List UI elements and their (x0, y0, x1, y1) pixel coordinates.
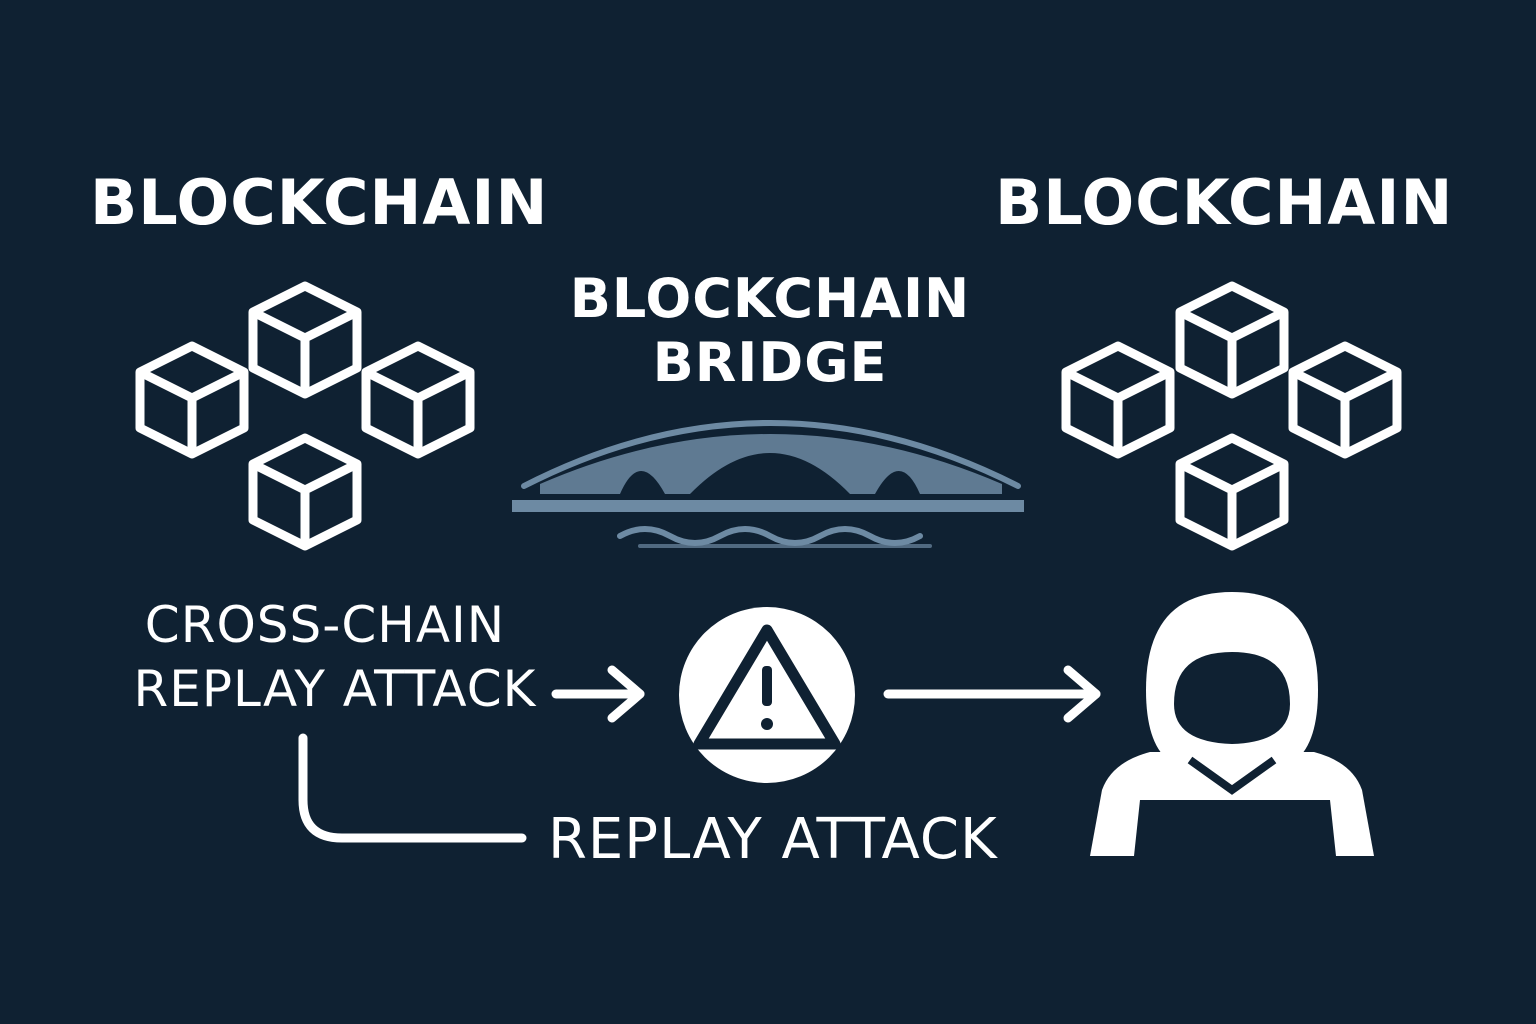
cube-icon (253, 438, 357, 546)
attack-label-line-1: CROSS-CHAIN (144, 596, 506, 654)
left-blockchain-title: BLOCKCHAIN (90, 166, 549, 239)
replay-connector-icon (298, 733, 527, 843)
cube-icon (140, 346, 244, 454)
bridge-title-line-1: BLOCKCHAIN (569, 267, 971, 330)
cube-icon (366, 346, 470, 454)
bridge-title-line-2: BRIDGE (652, 331, 888, 394)
cube-icon (1293, 346, 1397, 454)
warning-icon (679, 607, 855, 783)
cube-icon (1066, 346, 1170, 454)
cube-icon (1180, 438, 1284, 546)
replay-attack-label: REPLAY ATTACK (548, 807, 998, 872)
cube-icon (1180, 286, 1284, 394)
cube-icon (253, 286, 357, 394)
right-blocks-cluster-icon (1066, 286, 1397, 546)
right-blockchain-title: BLOCKCHAIN (995, 166, 1454, 239)
bridge-icon (512, 420, 1024, 548)
attack-label-line-2: REPLAY ATTACK (133, 660, 537, 718)
left-blocks-cluster-icon (140, 286, 470, 546)
hooded-hacker-icon (1090, 592, 1374, 856)
arrow-to-warning-icon (551, 665, 645, 723)
arrow-to-attacker-icon (883, 665, 1101, 723)
